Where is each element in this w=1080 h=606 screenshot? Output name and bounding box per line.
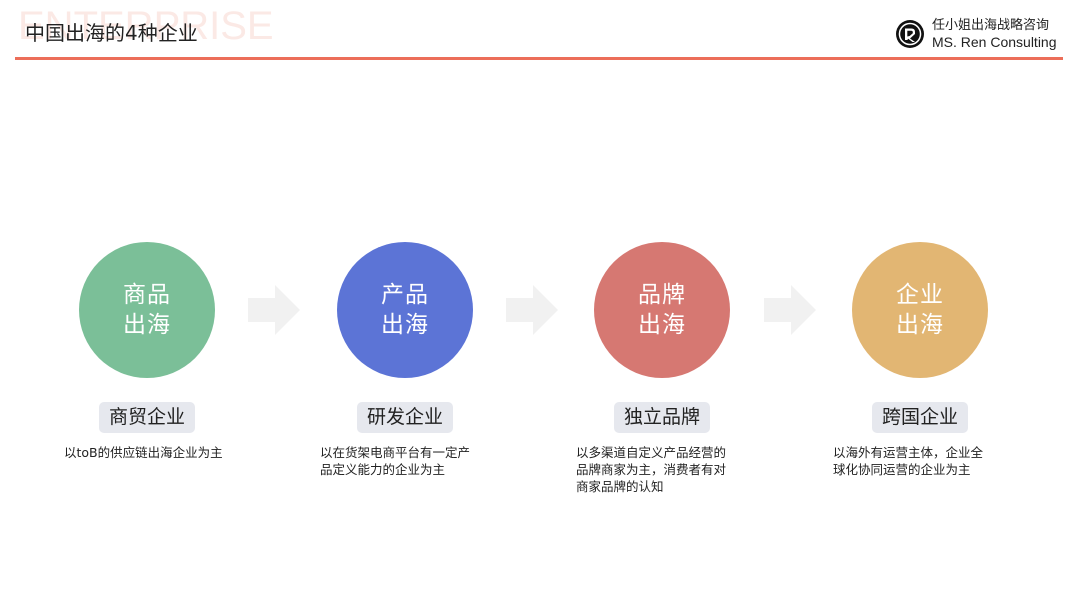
arrow-right-icon: [506, 285, 558, 335]
arrow-right-icon: [248, 285, 300, 335]
circle-label-line1: 产品: [381, 282, 429, 308]
step-tag: 研发企业: [356, 402, 454, 433]
brand-logo-icon: [896, 20, 924, 48]
step-tag: 跨国企业: [871, 402, 969, 433]
brand-name-en: MS. Ren Consulting: [932, 34, 1057, 50]
circle-label-line1: 品牌: [638, 282, 686, 308]
brand: 任小姐出海战略咨询 MS. Ren Consulting: [895, 17, 1057, 51]
step-tag: 商贸企业: [98, 402, 196, 433]
circle-label-line2: 出海: [123, 312, 171, 338]
desc-line: 以在货架电商平台有一定产: [320, 445, 471, 460]
circle-label-line1: 企业: [896, 282, 944, 308]
desc-line: 以海外有运营主体，企业全: [833, 445, 984, 460]
brand-name-cn: 任小姐出海战略咨询: [932, 18, 1050, 33]
step-tag: 独立品牌: [613, 402, 711, 433]
step-description: 以在货架电商平台有一定产 品定义能力的企业为主: [320, 444, 500, 478]
step-description: 以toB的供应链出海企业为主: [64, 444, 254, 461]
desc-line: 球化协同运营的企业为主: [833, 462, 971, 477]
circle-label-line1: 商品: [123, 282, 171, 308]
step-circle: 产品 出海: [337, 242, 473, 378]
watermark-text: ENTERPRISE: [18, 4, 274, 48]
desc-line: 品定义能力的企业为主: [320, 462, 446, 477]
header-divider: [15, 57, 1063, 60]
desc-line: 品牌商家为主，消费者有对: [576, 462, 727, 477]
desc-line: 以toB的供应链出海企业为主: [64, 445, 223, 460]
arrow-right-icon: [764, 285, 816, 335]
step-circle: 商品 出海: [79, 242, 215, 378]
step-circle: 品牌 出海: [594, 242, 730, 378]
step-description: 以多渠道自定义产品经营的 品牌商家为主，消费者有对 商家品牌的认知: [576, 444, 756, 495]
circle-label-line2: 出海: [381, 312, 429, 338]
page-title: 中国出海的4种企业: [25, 21, 198, 45]
circle-label-line2: 出海: [638, 312, 686, 338]
circle-label-line2: 出海: [896, 312, 944, 338]
step-circle: 企业 出海: [852, 242, 988, 378]
desc-line: 以多渠道自定义产品经营的: [576, 445, 727, 460]
step-description: 以海外有运营主体，企业全 球化协同运营的企业为主: [833, 444, 1013, 478]
desc-line: 商家品牌的认知: [576, 479, 664, 494]
